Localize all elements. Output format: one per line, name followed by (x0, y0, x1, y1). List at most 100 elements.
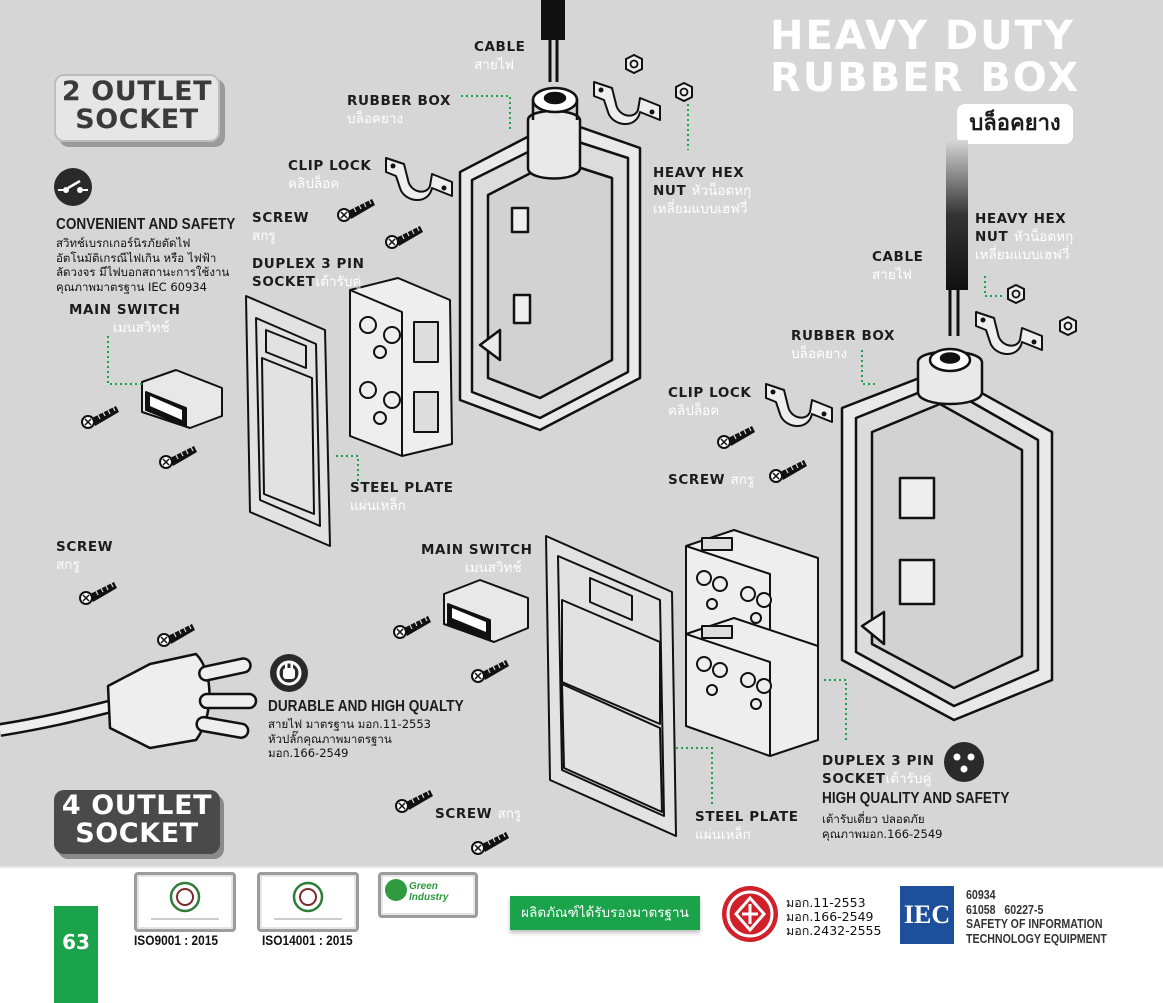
durable-line-1: สายไฟ มาตรฐาน มอก.11-2553 (268, 717, 431, 731)
iec-line-2: 61058 60227-5 (966, 902, 1044, 917)
nut-2b (675, 82, 693, 102)
rubber-box-4 (840, 347, 1054, 722)
tis-logo (722, 886, 778, 942)
screw-2c (81, 405, 120, 429)
steel-plate-2 (245, 295, 331, 547)
convenient-line-1: สวิทช์เบรกเกอร์นิรภัยตัดไฟ (56, 236, 191, 250)
green-industry-logo: Green Industry (378, 872, 478, 918)
duplex-socket-2 (349, 277, 453, 457)
steel-plate-4 (545, 535, 677, 837)
exploded-diagram (0, 0, 1077, 855)
nut-4a (1007, 284, 1025, 304)
durable-line-2: หัวปลั๊กคุณภาพมาตรฐาน (268, 731, 392, 746)
four-outlet-badge: 4 OUTLET SOCKET (54, 790, 220, 854)
durable-text: สายไฟ มาตรฐาน มอก.11-2553 หัวปลั๊กคุณภาพ… (268, 717, 431, 761)
tis-standard-2: มอก.166-2549 (786, 909, 874, 924)
high-quality-title: HIGH QUALITY AND SAFETY (822, 790, 1010, 807)
screw-2d (159, 445, 198, 469)
screw-4a (717, 425, 756, 449)
screw-4g (395, 789, 434, 813)
iso9001-logo (134, 872, 236, 932)
socket-3pin-icon (944, 742, 984, 782)
clip-lock-top-4 (975, 311, 1043, 356)
screw-2b (385, 225, 424, 249)
iec-line-4: TECHNOLOGY EQUIPMENT (966, 931, 1107, 946)
iec-standards: 60934 61058 60227-5 SAFETY OF INFORMATIO… (966, 888, 1107, 946)
four-outlet-line1: 4 OUTLET (61, 790, 213, 821)
label-screw-4: SCREW สกรู (668, 472, 755, 488)
screw-4h (471, 831, 510, 855)
page-number: 63 (62, 930, 90, 954)
title-line2: RUBBER BOX (770, 55, 1081, 101)
convenient-title: CONVENIENT AND SAFETY (56, 216, 236, 233)
power-plug (0, 652, 258, 750)
tis-standard-1: มอก.11-2553 (786, 895, 866, 910)
cable-top-4 (946, 140, 968, 290)
tis-standards: มอก.11-2553 มอก.166-2549 มอก.2432-2555 (786, 896, 881, 938)
duplex-socket-4 (685, 529, 819, 757)
two-outlet-line1: 2 OUTLET (61, 76, 213, 107)
high-quality-text: เต้ารับเดี่ยว ปลอดภัย คุณภาพมอก.166-2549 (822, 812, 942, 841)
title-th: บล็อคยาง (969, 111, 1061, 136)
iso9001-label: ISO9001 : 2015 (134, 932, 219, 948)
two-outlet-line2: SOCKET (75, 104, 199, 135)
high-quality-line-1: เต้ารับเดี่ยว ปลอดภัย (822, 812, 925, 826)
iso14001-label: ISO14001 : 2015 (262, 932, 353, 948)
durable-title: DURABLE AND HIGH QUALTY (268, 698, 464, 715)
clip-lock-4 (765, 383, 833, 428)
footer: 63 ISO9001 : 2015 ISO14001 : 2015 Green … (0, 866, 1163, 1003)
main-switch-2 (141, 369, 223, 429)
iec-line-3: SAFETY OF INFORMATION (966, 917, 1103, 931)
tis-standard-3: มอก.2432-2555 (786, 923, 882, 938)
switch-icon (54, 168, 92, 206)
certified-banner: ผลิตภัณฑ์ได้รับรองมาตรฐาน (510, 896, 700, 930)
convenient-line-3: ลัดวงจร มีไฟบอกสถานะการใช้งาน (56, 265, 230, 279)
durable-line-3: มอก.166-2549 (268, 746, 349, 760)
clip-lock-2 (385, 157, 453, 202)
certified-banner-text: ผลิตภัณฑ์ได้รับรองมาตรฐาน (521, 905, 689, 921)
high-quality-line-2: คุณภาพมอก.166-2549 (822, 826, 943, 841)
leader-lines (107, 95, 1002, 804)
screw-4d (471, 659, 510, 683)
page-number-tab: 63 (54, 906, 98, 1003)
convenient-line-4: คุณภาพมาตรฐาน IEC 60934 (56, 279, 207, 294)
screw-2a (337, 198, 376, 222)
main-switch-4 (443, 579, 529, 643)
convenient-line-2: อัตโนมัติเกรณีไฟเกิน หรือ ไฟฟ้า (56, 250, 217, 265)
cable-top-2 (541, 0, 565, 40)
screw-4f (157, 623, 196, 647)
four-outlet-line2: SOCKET (75, 818, 199, 849)
screw-4c (393, 615, 432, 639)
title-line1: HEAVY DUTY (770, 13, 1075, 59)
clip-lock-top-2 (593, 81, 661, 126)
title-th-badge: บล็อคยาง (957, 104, 1073, 144)
two-outlet-badge: 2 OUTLET SOCKET (54, 74, 220, 142)
rubber-box-2 (458, 86, 642, 432)
iso14001-logo (257, 872, 359, 932)
nut-2a (625, 54, 643, 74)
nut-4b (1059, 316, 1077, 336)
screw-4b (769, 459, 808, 483)
convenient-text: สวิทช์เบรกเกอร์นิรภัยตัดไฟ อัตโนมัติเกรณ… (56, 236, 229, 294)
iec-line-1: 60934 (966, 888, 996, 902)
power-plug-icon (270, 654, 308, 692)
screw-4e (79, 581, 118, 605)
iec-logo: IEC (900, 886, 954, 944)
